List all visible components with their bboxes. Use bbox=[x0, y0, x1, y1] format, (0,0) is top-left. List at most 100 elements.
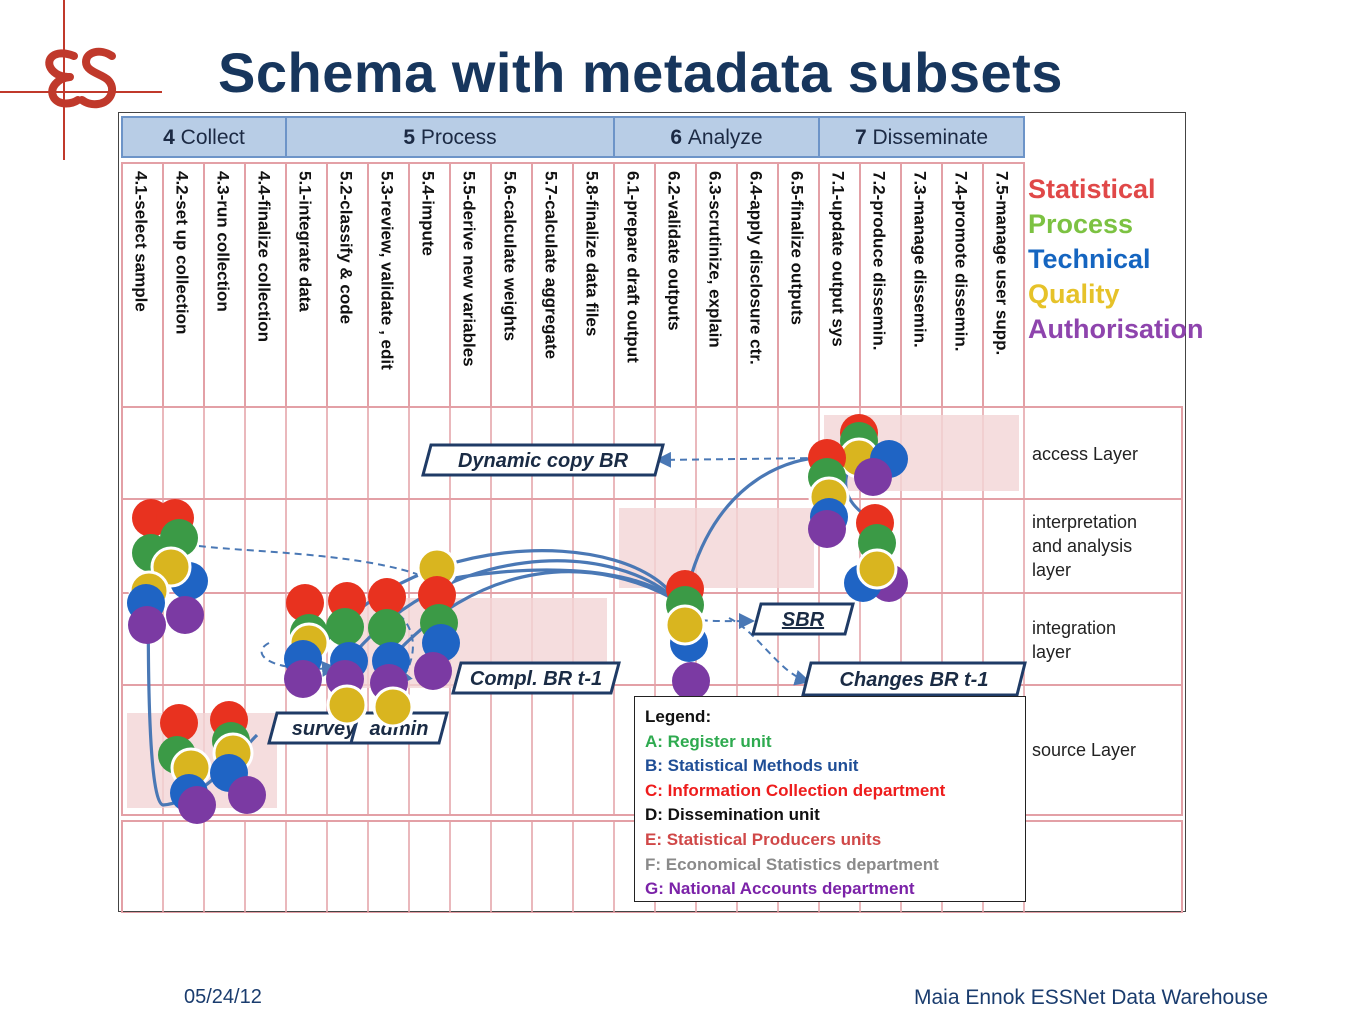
svg-text:5.8-finalize data files: 5.8-finalize data files bbox=[583, 171, 602, 336]
metadata-circle bbox=[808, 510, 846, 548]
subprocess-header: 6.5-finalize outputs bbox=[777, 162, 820, 408]
subprocess-header: 4.1-select sample bbox=[121, 162, 164, 408]
svg-text:6.3-scrutinize, explain: 6.3-scrutinize, explain bbox=[706, 171, 725, 348]
legend-item: B: Statistical Methods unit bbox=[645, 756, 859, 776]
metadata-types: Statistical Process Technical Quality Au… bbox=[1028, 172, 1204, 347]
subprocess-header: 6.1-prepare draft output bbox=[613, 162, 656, 408]
metadata-circle bbox=[414, 652, 452, 690]
svg-text:6.1-prepare draft output: 6.1-prepare draft output bbox=[624, 171, 643, 363]
legend-item: E: Statistical Producers units bbox=[645, 829, 882, 849]
dashed-flow-arrow bbox=[655, 451, 820, 468]
svg-text:5.6-calculate weights: 5.6-calculate weights bbox=[501, 171, 520, 341]
layer-label-source: source Layer bbox=[1032, 740, 1137, 760]
svg-text:5.5-derive new variables: 5.5-derive new variables bbox=[460, 171, 479, 367]
subprocess-header: 7.5-manage user supp. bbox=[982, 162, 1025, 408]
svg-text:6 Analyze: 6 Analyze bbox=[670, 126, 762, 149]
legend-item: C: Information Collection department bbox=[645, 780, 946, 800]
metadata-type-technical: Technical bbox=[1028, 244, 1151, 274]
metadata-circle bbox=[178, 786, 216, 824]
svg-text:5.2-classify & code: 5.2-classify & code bbox=[337, 171, 356, 324]
svg-text:4 Collect: 4 Collect bbox=[163, 126, 245, 149]
svg-text:5.7-calculate aggregate: 5.7-calculate aggregate bbox=[542, 171, 561, 359]
box-changes-br: Changes BR t-1 bbox=[801, 661, 1027, 697]
metadata-type-quality: Quality bbox=[1028, 279, 1120, 309]
metadata-circle bbox=[128, 606, 166, 644]
legend-item: A: Register unit bbox=[645, 731, 772, 751]
svg-text:Changes BR t-1: Changes BR t-1 bbox=[840, 669, 989, 691]
metadata-circle bbox=[286, 584, 324, 622]
phase-header: 4 Collect bbox=[121, 116, 287, 158]
svg-text:7.1-update output sys: 7.1-update output sys bbox=[829, 171, 848, 347]
subprocess-header: 5.4-impute bbox=[408, 162, 451, 408]
phase-header: 6 Analyze bbox=[613, 116, 820, 158]
svg-text:4.4-finalize collection: 4.4-finalize collection bbox=[255, 171, 274, 342]
legend-item: F: Economical Statistics department bbox=[645, 854, 939, 874]
metadata-circle bbox=[284, 660, 322, 698]
svg-text:7.3-manage dissemin.: 7.3-manage dissemin. bbox=[911, 171, 930, 348]
metadata-circle bbox=[166, 596, 204, 634]
metadata-type-authorisation: Authorisation bbox=[1028, 314, 1204, 344]
slide-footer: Maia Ennok ESSNet Data Warehouse bbox=[914, 986, 1269, 1009]
legend-item: G: National Accounts department bbox=[645, 879, 915, 899]
metadata-circle bbox=[228, 776, 266, 814]
svg-text:5.3-review, validate , edit: 5.3-review, validate , edit bbox=[378, 171, 397, 370]
layer-label-access: access Layer bbox=[1032, 444, 1139, 464]
metadata-type-statistical: Statistical bbox=[1028, 174, 1156, 204]
metadata-type-process: Process bbox=[1028, 209, 1134, 239]
metadata-circle bbox=[368, 609, 406, 647]
svg-text:5 Process: 5 Process bbox=[403, 126, 496, 149]
metadata-circle bbox=[672, 662, 710, 700]
subprocess-header: 4.2-set up collection bbox=[162, 162, 205, 408]
legend-item: D: Dissemination unit bbox=[645, 805, 820, 825]
metadata-circle bbox=[854, 458, 892, 496]
layer-label-integration: integration layer bbox=[1032, 618, 1117, 662]
flow-arrow bbox=[428, 568, 683, 607]
subprocess-header: 7.3-manage dissemin. bbox=[900, 162, 943, 408]
svg-text:6.4-apply disclosure ctr.: 6.4-apply disclosure ctr. bbox=[747, 171, 766, 365]
metadata-circle bbox=[368, 578, 406, 616]
svg-text:7 Disseminate: 7 Disseminate bbox=[855, 126, 988, 149]
svg-text:4.2-set up collection: 4.2-set up collection bbox=[173, 171, 192, 334]
metadata-circle bbox=[856, 548, 898, 590]
subprocess-header: 5.1-integrate data bbox=[285, 162, 328, 408]
metadata-circle bbox=[372, 686, 414, 728]
legend: Legend: A: Register unit B: Statistical … bbox=[634, 696, 1026, 902]
subprocess-header: 4.3-run collection bbox=[203, 162, 246, 408]
page-title: Schema with metadata subsets bbox=[218, 41, 1063, 104]
box-dynamic-copy-br: Dynamic copy BR bbox=[421, 443, 665, 477]
subprocess-header: 5.2-classify & code bbox=[326, 162, 369, 408]
subprocess-header: 5.7-calculate aggregate bbox=[531, 162, 574, 408]
box-compl-br: Compl. BR t-1 bbox=[451, 661, 621, 695]
metadata-circle bbox=[418, 576, 456, 614]
svg-text:5.1-integrate data: 5.1-integrate data bbox=[296, 171, 315, 312]
svg-text:6.5-finalize outputs: 6.5-finalize outputs bbox=[788, 171, 807, 325]
metadata-circle bbox=[664, 604, 706, 646]
layer-label-interpretation: interpretation and analysis layer bbox=[1032, 512, 1138, 580]
subprocess-header: 5.3-review, validate , edit bbox=[367, 162, 410, 408]
subprocess-header: 6.2-validate outputs bbox=[654, 162, 697, 408]
svg-text:6.2-validate outputs: 6.2-validate outputs bbox=[665, 171, 684, 331]
subprocess-header: 5.6-calculate weights bbox=[490, 162, 533, 408]
metadata-circle bbox=[326, 684, 368, 726]
subprocess-header: 5.5-derive new variables bbox=[449, 162, 492, 408]
svg-text:Dynamic copy BR: Dynamic copy BR bbox=[458, 450, 629, 472]
svg-text:7.2-produce dissemin.: 7.2-produce dissemin. bbox=[870, 171, 889, 351]
dashed-flow-arrow bbox=[198, 545, 443, 585]
subprocess-header: 6.4-apply disclosure ctr. bbox=[736, 162, 779, 408]
subprocess-header: 6.3-scrutinize, explain bbox=[695, 162, 738, 408]
svg-text:Compl. BR t-1: Compl. BR t-1 bbox=[470, 668, 602, 690]
svg-text:5.4-impute: 5.4-impute bbox=[419, 171, 438, 256]
legend-title: Legend: bbox=[645, 707, 712, 726]
svg-text:SBR: SBR bbox=[782, 609, 825, 631]
metadata-circle bbox=[160, 704, 198, 742]
subprocess-header: 4.4-finalize collection bbox=[244, 162, 287, 408]
subprocess-header: 7.1-update output sys bbox=[818, 162, 861, 408]
phase-header: 5 Process bbox=[285, 116, 615, 158]
metadata-circle bbox=[326, 608, 364, 646]
phase-header: 7 Disseminate bbox=[818, 116, 1025, 158]
dashed-flow-arrow bbox=[728, 617, 811, 686]
es-logo bbox=[0, 0, 162, 160]
svg-text:4.3-run collection: 4.3-run collection bbox=[214, 171, 233, 312]
svg-text:7.4-promote dissemin.: 7.4-promote dissemin. bbox=[952, 171, 971, 351]
svg-text:7.5-manage user supp.: 7.5-manage user supp. bbox=[993, 171, 1012, 355]
